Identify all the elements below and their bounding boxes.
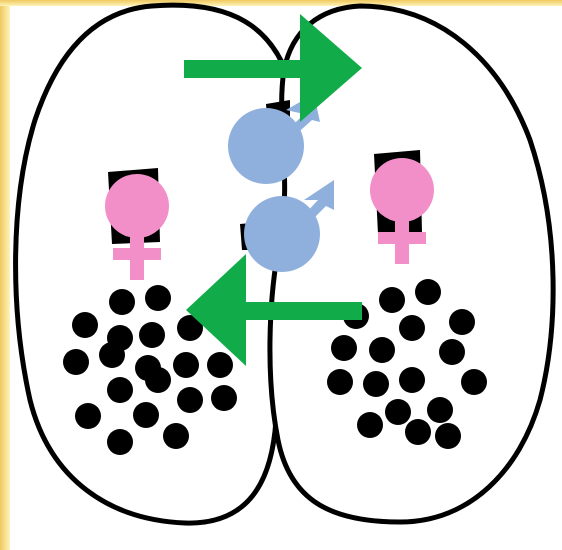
micronucleus xyxy=(327,369,353,395)
top-border-strip xyxy=(0,0,562,6)
micronucleus xyxy=(415,279,441,305)
micronucleus xyxy=(439,339,465,365)
micronucleus xyxy=(139,322,165,348)
micronucleus xyxy=(379,287,405,313)
left-border-strip xyxy=(0,0,10,550)
micronucleus xyxy=(207,352,233,378)
micronucleus xyxy=(369,337,395,363)
micronucleus xyxy=(109,289,135,315)
micronucleus xyxy=(405,419,431,445)
micronucleus xyxy=(363,371,389,397)
micronucleus xyxy=(435,423,461,449)
micronucleus xyxy=(385,399,411,425)
micronucleus xyxy=(357,412,383,438)
micronucleus xyxy=(427,397,453,423)
micronucleus xyxy=(107,429,133,455)
micronucleus xyxy=(72,312,98,338)
micronucleus xyxy=(399,367,425,393)
micronucleus xyxy=(399,315,425,341)
micronucleus xyxy=(107,377,133,403)
micronucleus xyxy=(449,309,475,335)
micronucleus xyxy=(133,402,159,428)
micronucleus xyxy=(145,367,171,393)
micronucleus xyxy=(211,385,237,411)
micronucleus xyxy=(177,387,203,413)
left-cell-outline xyxy=(16,5,297,523)
micronucleus xyxy=(145,285,171,311)
arrow-to-left-shaft xyxy=(232,302,362,320)
micronucleus xyxy=(163,423,189,449)
micronucleus xyxy=(75,403,101,429)
arrow-to-right-shaft xyxy=(184,60,314,78)
micronucleus xyxy=(99,342,125,368)
micronucleus xyxy=(63,349,89,375)
micronucleus xyxy=(461,369,487,395)
micronucleus xyxy=(173,352,199,378)
micronucleus xyxy=(331,335,357,361)
